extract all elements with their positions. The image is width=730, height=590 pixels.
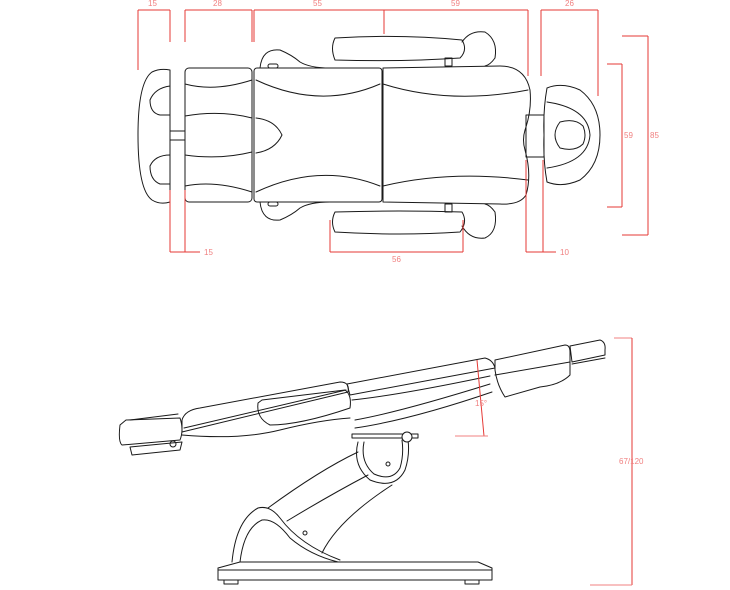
side-view (118, 337, 633, 586)
mount-plate (351, 431, 419, 443)
base (217, 561, 493, 585)
dim-label-foot-gap: 15 (204, 248, 213, 257)
dim-label-foot-depth: 15 (148, 0, 157, 8)
angle-label: 15° (475, 399, 488, 408)
height-label: 67/120 (619, 457, 644, 466)
dim-label-headrest-length: 26 (565, 0, 574, 8)
dim-label-overall-width: 85 (650, 131, 659, 140)
dim-label-seat-length: 55 (313, 0, 322, 8)
dim-label-back-length: 59 (451, 0, 460, 8)
dim-label-headrest-gap: 10 (560, 248, 569, 257)
seat-section-top (253, 49, 383, 221)
seat-assembly-side (118, 339, 606, 456)
dimensions-top (137, 9, 599, 96)
dimensions-bottom (169, 160, 556, 253)
lift-column (231, 439, 410, 563)
back-section-top (382, 65, 531, 205)
footrest-top (137, 68, 186, 204)
dim-label-armrest-length: 56 (392, 255, 401, 264)
dim-label-backrest-width: 59 (624, 131, 633, 140)
height-dimension (590, 337, 633, 586)
leg-section-top (184, 67, 253, 203)
dimensions-right (607, 35, 649, 236)
dim-label-leg-length: 28 (213, 0, 222, 8)
armrests-top (332, 31, 496, 239)
angle-indicator (455, 359, 488, 437)
headrest-top (525, 84, 601, 186)
top-view (137, 9, 649, 253)
